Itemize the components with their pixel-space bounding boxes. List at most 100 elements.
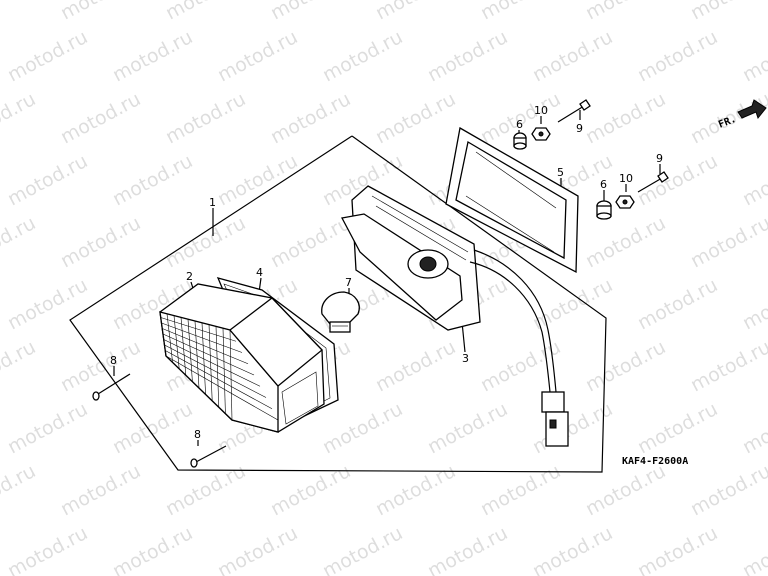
- bolt-lower: [637, 171, 669, 193]
- watermark-text: motod.ru: [319, 398, 406, 458]
- lens-grid-line: [162, 328, 249, 365]
- taillight-bulb: [321, 291, 360, 333]
- watermark-text: motod.ru: [582, 212, 669, 272]
- bolt-upper: [557, 99, 591, 123]
- lens-grid-line: [164, 344, 267, 398]
- watermark-text: motod.ru: [477, 0, 564, 24]
- watermark-text: motod.ru: [529, 274, 616, 334]
- callout-2: 2: [186, 270, 193, 283]
- lens-grid-line: [165, 355, 279, 421]
- watermark-text: motod.ru: [634, 150, 721, 210]
- watermark-text: motod.ru: [687, 0, 768, 24]
- lens-grid-line: [161, 322, 243, 353]
- nut-upper: [531, 127, 551, 141]
- lens-grid-line: [222, 328, 226, 414]
- callout-8-upper: 8: [110, 354, 117, 367]
- callout-1: 1: [209, 196, 216, 209]
- watermark-text: motod.ru: [687, 212, 768, 272]
- lens-grid-line: [162, 333, 255, 376]
- watermark-text: motod.ru: [214, 26, 301, 86]
- lens-grid-line: [229, 329, 233, 421]
- watermark-text: motod.ru: [4, 398, 91, 458]
- callout-10-upper: 10: [534, 104, 548, 117]
- nut-lower: [615, 195, 635, 209]
- lens-grid-line: [173, 315, 180, 369]
- watermark-text: motod.ru: [739, 150, 768, 210]
- callout-6-lower: 6: [600, 178, 607, 191]
- watermark-text: motod.ru: [424, 522, 511, 576]
- watermark-text: motod.ru: [634, 274, 721, 334]
- watermark-text: motod.ru: [0, 88, 39, 148]
- lens-grid-line: [215, 326, 220, 408]
- watermark-text: motod.ru: [739, 26, 768, 86]
- watermark-text: motod.ru: [0, 336, 39, 396]
- callout-9-lower: 9: [656, 152, 663, 165]
- lens-grid-line: [160, 317, 237, 342]
- watermark-text: motod.ru: [477, 460, 564, 520]
- watermark-text: motod.ru: [57, 460, 144, 520]
- watermark-text: motod.ru: [739, 522, 768, 576]
- watermark-text: motod.ru: [319, 26, 406, 86]
- watermark-text: motod.ru: [372, 460, 459, 520]
- watermark-text: motod.ru: [4, 522, 91, 576]
- diagram-code: KAF4-F2600A: [622, 456, 688, 467]
- watermark-text: motod.ru: [0, 0, 39, 24]
- lens-grid-line: [163, 339, 261, 387]
- watermark-text: motod.ru: [687, 336, 768, 396]
- watermark-text: motod.ru: [214, 150, 301, 210]
- assembly-bracket: [69, 135, 607, 473]
- watermark-text: motod.ru: [634, 522, 721, 576]
- watermark-text: motod.ru: [372, 0, 459, 24]
- taillight-lens: [159, 283, 325, 433]
- watermark-text: motod.ru: [424, 398, 511, 458]
- lens-grid-line: [201, 322, 206, 395]
- watermark-text: motod.ru: [57, 88, 144, 148]
- license-plate-bracket: [445, 126, 579, 274]
- callout-8-lower: 8: [194, 428, 201, 441]
- watermark-text: motod.ru: [4, 26, 91, 86]
- watermark-text: motod.ru: [57, 336, 144, 396]
- callout-5: 5: [557, 166, 564, 179]
- watermark-text: motod.ru: [634, 398, 721, 458]
- lens-grid-line: [165, 350, 273, 410]
- watermark-text: motod.ru: [582, 0, 669, 24]
- watermark-text: motod.ru: [109, 150, 196, 210]
- watermark-text: motod.ru: [319, 522, 406, 576]
- watermark-text: motod.ru: [109, 26, 196, 86]
- watermark-text: motod.ru: [0, 212, 39, 272]
- lens-grid-line: [187, 319, 193, 382]
- callout-9-upper: 9: [576, 122, 583, 135]
- lens-grid-line: [159, 311, 231, 331]
- watermark-text: motod.ru: [267, 460, 354, 520]
- watermark-text: motod.ru: [267, 212, 354, 272]
- lens-grid-line: [208, 324, 213, 401]
- watermark-text: motod.ru: [162, 0, 249, 24]
- callout-4: 4: [256, 266, 263, 279]
- watermark-text: motod.ru: [162, 460, 249, 520]
- watermark-text: motod.ru: [372, 88, 459, 148]
- screw-lower: [190, 445, 227, 468]
- watermark-text: motod.ru: [162, 212, 249, 272]
- watermark-text: motod.ru: [4, 150, 91, 210]
- watermark-text: motod.ru: [687, 460, 768, 520]
- grommet-lower: [596, 200, 612, 220]
- watermark-text: motod.ru: [109, 398, 196, 458]
- watermark-text: motod.ru: [57, 212, 144, 272]
- watermark-text: motod.ru: [109, 522, 196, 576]
- watermark-text: motod.ru: [739, 274, 768, 334]
- watermark-text: motod.ru: [0, 460, 39, 520]
- watermark-text: motod.ru: [214, 522, 301, 576]
- screw-upper: [92, 373, 131, 401]
- watermark-text: motod.ru: [582, 460, 669, 520]
- watermark-text: motod.ru: [477, 336, 564, 396]
- lens-grid-line: [194, 320, 200, 389]
- callout-10-lower: 10: [619, 172, 633, 185]
- watermark-text: motod.ru: [4, 274, 91, 334]
- callout-3: 3: [462, 352, 469, 365]
- callout-7: 7: [345, 276, 352, 289]
- callout-6-upper: 6: [516, 118, 523, 131]
- watermark-text: motod.ru: [529, 26, 616, 86]
- watermark-text: motod.ru: [582, 88, 669, 148]
- watermark-text: motod.ru: [267, 88, 354, 148]
